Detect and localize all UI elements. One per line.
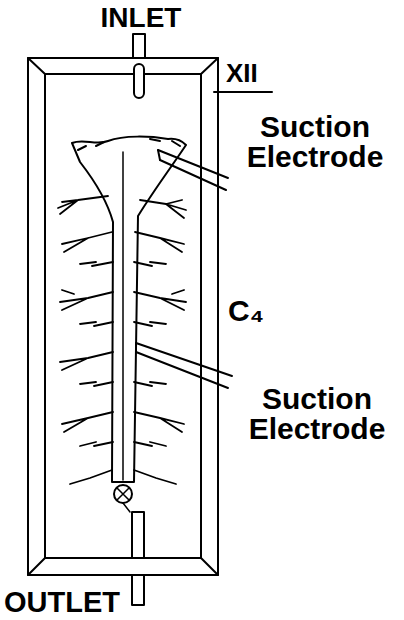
pin-stem — [123, 503, 130, 512]
inlet-port — [134, 64, 144, 98]
chamber-wall — [28, 58, 218, 575]
chamber-edge — [28, 558, 45, 575]
electrode-label: Suction Electrode — [232, 112, 398, 172]
root-label: C₄ — [228, 296, 288, 326]
nerve-roots-right — [134, 200, 186, 484]
cut-edge — [78, 139, 180, 150]
nerve-label: XII — [226, 60, 296, 86]
inlet-tube — [133, 34, 145, 60]
outlet-port — [132, 512, 144, 558]
brainstem-cord — [72, 137, 186, 482]
pin-cross — [117, 488, 129, 500]
electrode-label: Suction Electrode — [234, 384, 400, 444]
chamber-edge — [201, 558, 218, 575]
outlet-label: OUTLET — [4, 588, 130, 617]
midline-fissure — [122, 152, 124, 480]
inlet-label: INLET — [76, 4, 206, 32]
outlet-tube — [132, 575, 144, 605]
leader-line — [214, 91, 272, 93]
chamber-edge — [201, 58, 218, 74]
chamber-cavity — [45, 74, 201, 558]
suction-electrode-lower — [136, 343, 232, 388]
suction-electrode-upper — [158, 150, 228, 190]
chamber-edge — [28, 58, 45, 74]
nerve-roots-left — [58, 196, 113, 484]
pin — [114, 485, 132, 503]
